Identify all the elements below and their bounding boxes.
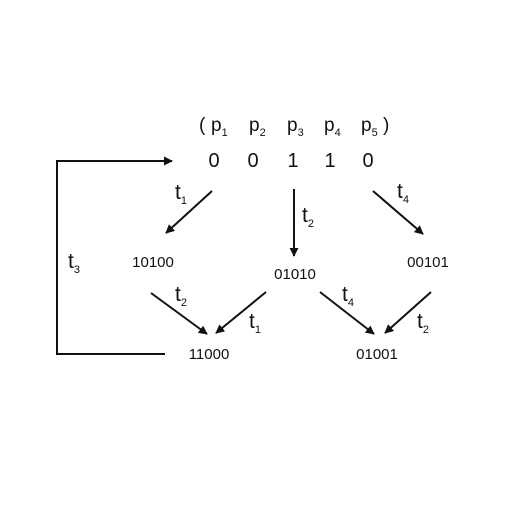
place-p2: p2: [249, 115, 266, 139]
place-p4: p4: [324, 115, 341, 139]
close-paren: ): [383, 115, 389, 136]
open-paren: (: [199, 115, 206, 136]
initial-marking: 0 0 1 1 0: [208, 150, 373, 172]
transition-label-t4: t4: [397, 180, 409, 206]
place-p3: p3: [287, 115, 304, 139]
edge-t3-loop: [56, 156, 173, 355]
state-11000: 11000: [189, 346, 230, 363]
edge-t2-left: [150, 292, 208, 335]
transition-labels: t1 t2 t4 t3 t2 t1 t4 t2: [68, 180, 429, 336]
place-header: ( p1 p2 p3 p4 p5 ): [199, 115, 389, 139]
marking-digit: 1: [287, 150, 298, 172]
transition-label-t2: t2: [175, 283, 187, 309]
place-p1: p1: [211, 115, 228, 139]
place-p5: p5: [361, 115, 378, 139]
states: 10100 01010 00101 11000 01001: [132, 254, 449, 363]
edge-t1-mid: [215, 291, 267, 334]
edge-t4-top: [372, 190, 424, 235]
edge-t1-top: [165, 190, 213, 234]
state-01010: 01010: [274, 266, 316, 283]
state-10100: 10100: [132, 254, 174, 271]
marking-digit: 0: [362, 150, 373, 172]
edges: [56, 156, 432, 355]
transition-label-t2: t2: [302, 204, 314, 230]
edge-t2-right: [384, 291, 432, 334]
transition-label-t1: t1: [175, 181, 187, 207]
transition-label-t2: t2: [417, 310, 429, 336]
state-01001: 01001: [356, 346, 398, 363]
state-00101: 00101: [407, 254, 449, 271]
marking-digit: 0: [247, 150, 258, 172]
marking-digit: 0: [208, 150, 219, 172]
transition-label-t1: t1: [249, 310, 261, 336]
edge-t4-mid: [319, 291, 375, 335]
transition-label-t4: t4: [342, 283, 354, 309]
marking-digit: 1: [324, 150, 335, 172]
transition-label-t3: t3: [68, 250, 80, 276]
